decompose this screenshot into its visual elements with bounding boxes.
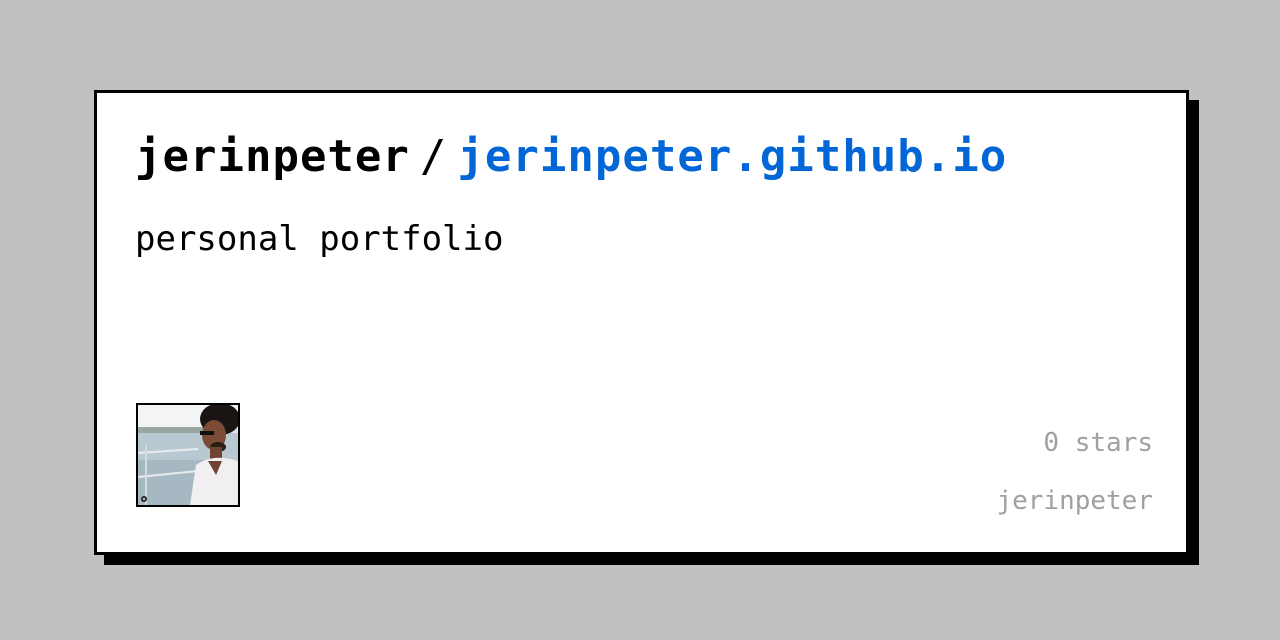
repo-title-separator: / bbox=[419, 131, 448, 182]
stars-count: 0 stars bbox=[1043, 428, 1153, 458]
repo-owner-link[interactable]: jerinpeter bbox=[135, 131, 410, 182]
repo-name-link[interactable]: jerinpeter.github.io bbox=[457, 131, 1008, 182]
footer-owner-name: jerinpeter bbox=[996, 486, 1153, 516]
avatar-image bbox=[138, 405, 238, 505]
avatar[interactable] bbox=[136, 403, 240, 507]
repo-card: jerinpeter/jerinpeter.github.io personal… bbox=[94, 90, 1189, 555]
repo-description: personal portfolio bbox=[135, 219, 504, 259]
repo-title: jerinpeter/jerinpeter.github.io bbox=[135, 127, 1007, 187]
